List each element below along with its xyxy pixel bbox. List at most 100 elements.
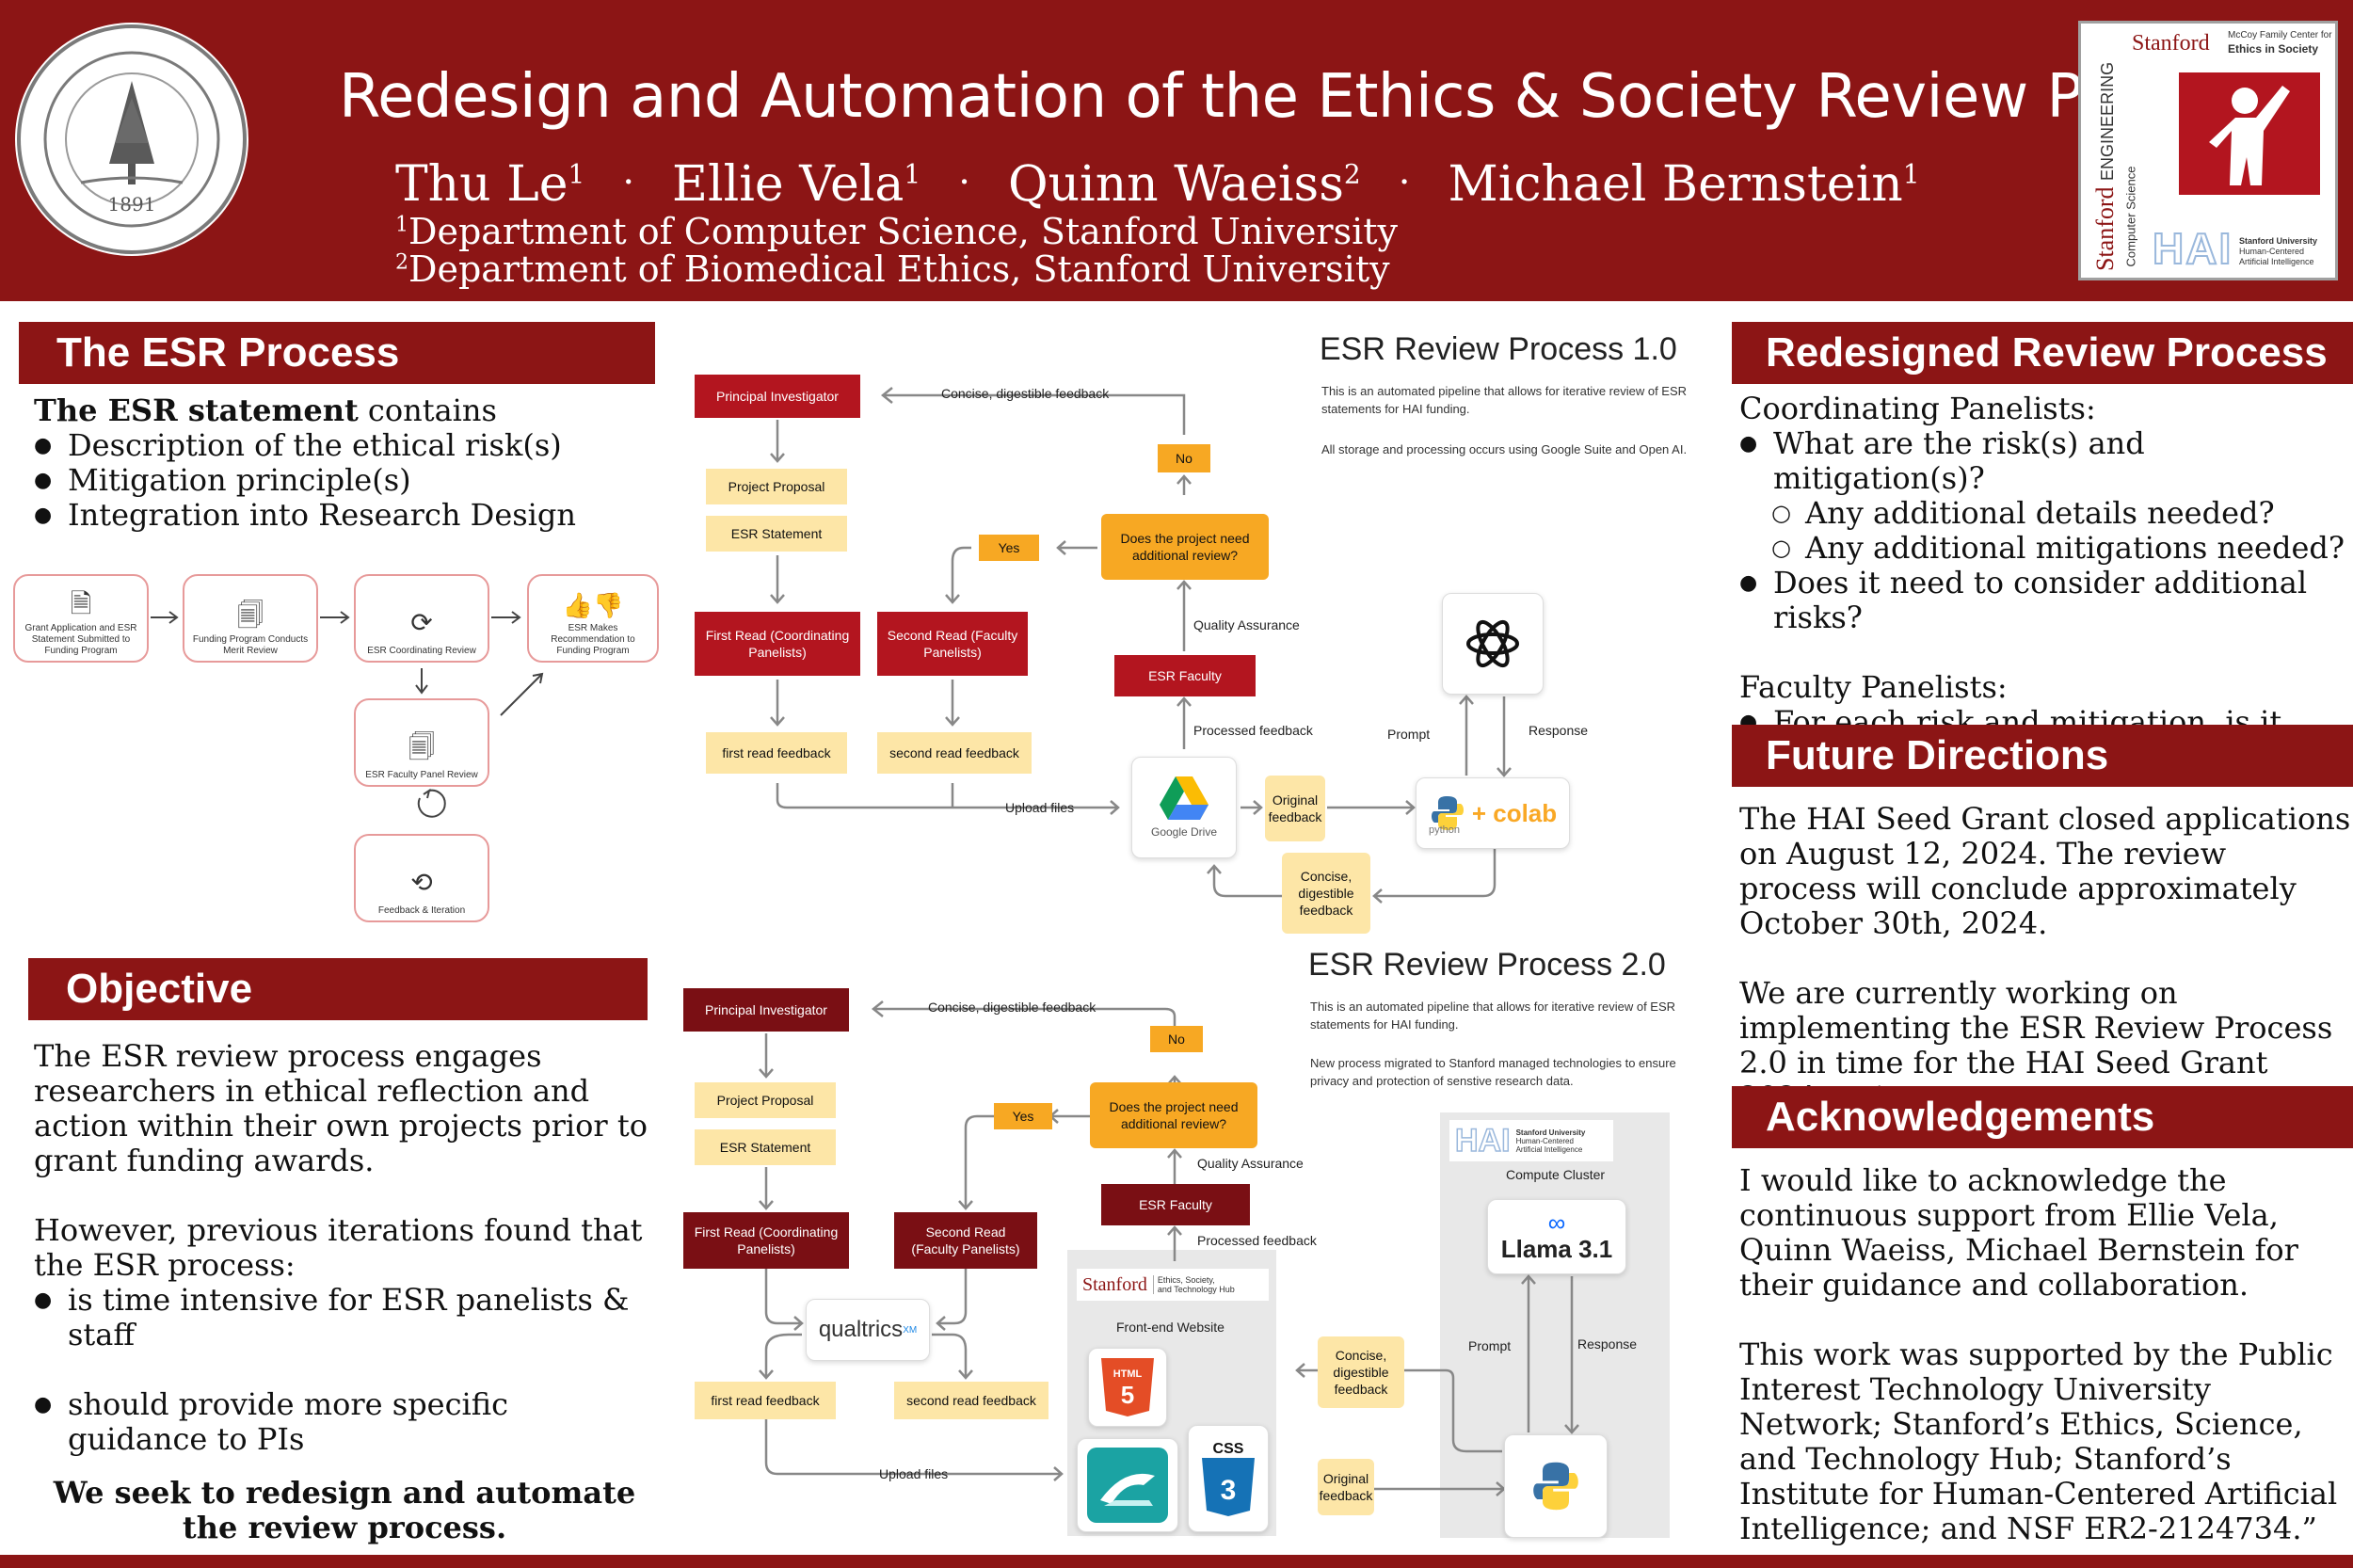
no-node: No — [1158, 444, 1210, 472]
computer-science-label: Computer Science — [2123, 166, 2138, 267]
streamlit-node — [1077, 1438, 1178, 1532]
edge-label: Processed feedback — [1193, 723, 1313, 738]
diagram-1-title: ESR Review Process 1.0 — [1320, 331, 1677, 367]
flow-step-faculty-panel: 🗐 ESR Faculty Panel Review — [354, 698, 489, 787]
css3-icon: 3 — [1202, 1458, 1255, 1516]
diagram-1-desc-1: This is an automated pipeline that allow… — [1321, 384, 1688, 416]
original-feedback-node: Original feedback — [1318, 1459, 1374, 1515]
stanford-seal-logo: 1891 — [15, 23, 248, 256]
svg-text:3: 3 — [1221, 1475, 1237, 1506]
google-drive-icon — [1160, 776, 1209, 820]
affiliation-2: 2Department of Biomedical Ethics, Stanfo… — [395, 248, 1390, 290]
edge-label: Upload files — [879, 1466, 949, 1481]
redesigned-text: Coordinating Panelists: What are the ris… — [1739, 392, 2351, 775]
list-item: What are the risk(s) and mitigation(s)? — [1739, 426, 2351, 496]
python-label: python — [1429, 824, 1461, 836]
first-read-node: First Read (Coordinating Panelists) — [683, 1212, 849, 1269]
section-heading-acknowledgements: Acknowledgements — [1732, 1086, 2353, 1148]
colab-icon: + colab — [1471, 798, 1558, 827]
second-read-feedback-node: second read feedback — [894, 1382, 1048, 1419]
section-heading-future: Future Directions — [1732, 725, 2353, 787]
stanford-hub-logo: Stanford Ethics, Society,and Technology … — [1077, 1269, 1269, 1301]
list-item: Does it need to consider additional risk… — [1739, 566, 2351, 635]
list-item: Any additional mitigations needed? — [1739, 531, 2351, 567]
edge-label: Response — [1529, 723, 1589, 738]
svg-text:HTML: HTML — [1113, 1368, 1143, 1380]
upload-document-icon: 🗎 — [70, 589, 92, 618]
esr-statement-node: ESR Statement — [695, 1129, 836, 1165]
hai-label: Stanford University Human-Centered Artif… — [2239, 236, 2318, 266]
python-icon — [1533, 1462, 1578, 1511]
poster-header — [0, 0, 2353, 301]
yes-node: Yes — [979, 535, 1039, 561]
second-read-node: Second Read (Faculty Panelists) — [877, 612, 1028, 676]
no-node: No — [1150, 1026, 1203, 1052]
author-4: Michael Bernstein1 — [1448, 156, 1920, 213]
hai-logo: HAI — [2152, 223, 2233, 274]
css3-node: CSS 3 — [1188, 1425, 1269, 1532]
author-2: Ellie Vela1 — [672, 156, 921, 213]
edge-label: Quality Assurance — [1193, 617, 1300, 632]
google-drive-node: Google Drive — [1131, 757, 1237, 858]
html5-node: HTML 5 — [1088, 1348, 1167, 1427]
diagram-2-desc-1: This is an automated pipeline that allow… — [1310, 1000, 1676, 1032]
openai-icon — [1466, 619, 1519, 668]
esr-statement-text: The ESR statement contains Description o… — [34, 393, 655, 534]
edge-label: Concise, digestible feedback — [941, 386, 1110, 401]
svg-text:1891: 1891 — [108, 193, 156, 216]
python-colab-node: + colab — [1416, 777, 1570, 849]
list-item: is time intensive for ESR panelists & st… — [34, 1283, 655, 1352]
institution-logos: Stanford ENGINEERING Computer Science St… — [2078, 21, 2338, 280]
yes-node: Yes — [994, 1103, 1052, 1129]
python-icon — [1431, 796, 1464, 830]
edge-label: Response — [1577, 1336, 1638, 1352]
flow-step-recommendation: 👍👎 ESR Makes Recommendation to Funding P… — [527, 574, 659, 663]
esr-faculty-node: ESR Faculty — [1101, 1184, 1250, 1225]
thumbs-up-down-icon: 👍👎 — [562, 591, 624, 619]
author-1: Thu Le1 — [395, 156, 585, 213]
acknowledgements-text: I would like to acknowledge the continuo… — [1739, 1162, 2338, 1546]
pi-node: Principal Investigator — [683, 988, 849, 1032]
app-wave-icon — [1087, 1448, 1168, 1523]
people-cycle-icon: ⟳ — [410, 608, 433, 637]
compute-cluster-label: Compute Cluster — [1506, 1167, 1606, 1182]
frontend-label: Front-end Website — [1116, 1320, 1225, 1335]
esr-process-flow-diagram: 🗎 Grant Application and ESR Statement Su… — [13, 570, 663, 928]
llama-node: ∞ Llama 3.1 — [1487, 1199, 1626, 1274]
meta-icon: ∞ — [1547, 1208, 1566, 1237]
stanford-wordmark: Stanford — [2132, 31, 2210, 56]
additional-review-decision: Does the project need additional review? — [1090, 1082, 1257, 1148]
author-3: Quinn Waeiss2 — [1007, 156, 1361, 213]
flow-step-merit-review: 🗐 Funding Program Conducts Merit Review — [183, 574, 318, 663]
section-heading-redesigned: Redesigned Review Process — [1732, 322, 2353, 384]
section-heading-esr-process: The ESR Process — [19, 322, 655, 384]
second-read-node: Second Read (Faculty Panelists) — [894, 1212, 1037, 1269]
concise-feedback-node: Concise, digestible feedback — [1318, 1336, 1404, 1408]
person-icon — [2179, 72, 2320, 195]
list-item: Mitigation principle(s) — [34, 463, 655, 499]
edge-label: Prompt — [1468, 1338, 1512, 1353]
objective-text: The ESR review process engages researche… — [34, 1039, 655, 1545]
html5-icon: HTML 5 — [1101, 1358, 1154, 1416]
mccoy-center-label: McCoy Family Center for Ethics in Societ… — [2228, 30, 2332, 56]
list-item: should provide more specific guidance to… — [34, 1387, 655, 1457]
edge-label: Processed feedback — [1197, 1233, 1317, 1248]
edge-label: Upload files — [1005, 800, 1075, 815]
feedback-cycle-icon: ⟲ — [410, 868, 433, 897]
esr-faculty-node: ESR Faculty — [1114, 655, 1256, 696]
first-read-feedback-node: first read feedback — [695, 1382, 836, 1419]
first-read-feedback-node: first read feedback — [706, 732, 847, 774]
openai-node — [1442, 593, 1544, 695]
poster-footer-bar — [0, 1555, 2353, 1568]
additional-review-decision: Does the project need additional review? — [1101, 514, 1269, 580]
python-node — [1504, 1434, 1608, 1538]
document-search-icon: 🗐 — [237, 600, 264, 630]
esr-review-process-2-diagram: Principal Investigator Concise, digestib… — [676, 936, 1711, 1547]
poster-title: Redesign and Automation of the Ethics & … — [339, 62, 2272, 132]
edge-label: Quality Assurance — [1197, 1156, 1304, 1171]
document-search-icon: 🗐 — [408, 732, 435, 761]
esr-review-process-1-diagram: Principal Investigator Concise, digestib… — [676, 320, 1711, 934]
edge-label: Concise, digestible feedback — [928, 1000, 1096, 1015]
